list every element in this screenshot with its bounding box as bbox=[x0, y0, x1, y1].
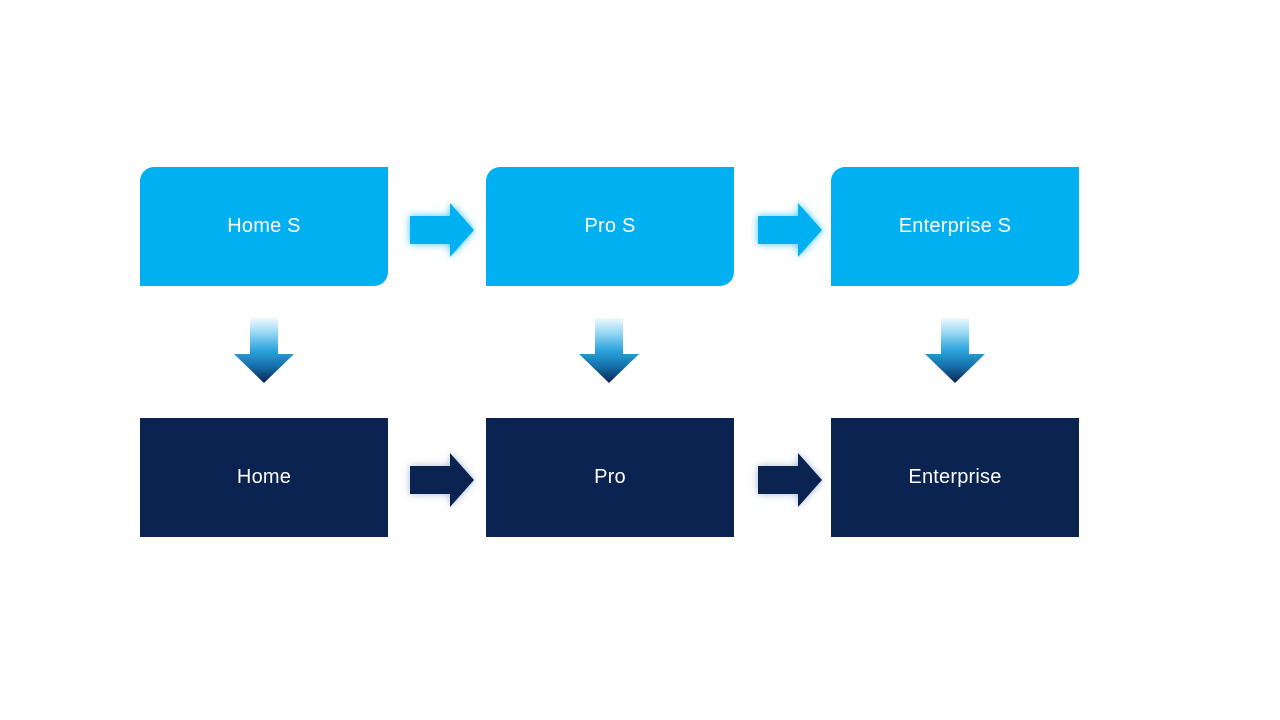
node-pro-s: Pro S bbox=[486, 167, 734, 286]
node-home: Home bbox=[140, 418, 388, 537]
down-arrow-icon bbox=[925, 318, 985, 383]
right-arrow-icon bbox=[410, 452, 475, 508]
right-arrow-icon bbox=[410, 202, 475, 258]
node-enterprise-s: Enterprise S bbox=[831, 167, 1079, 286]
node-label: Pro S bbox=[584, 215, 636, 237]
node-home-s: Home S bbox=[140, 167, 388, 286]
node-pro: Pro bbox=[486, 418, 734, 537]
node-enterprise: Enterprise bbox=[831, 418, 1079, 537]
down-arrow-icon bbox=[234, 318, 294, 383]
node-label: Home bbox=[236, 466, 292, 488]
node-label: Enterprise bbox=[908, 466, 1002, 488]
right-arrow-icon bbox=[758, 452, 823, 508]
down-arrow-icon bbox=[579, 318, 639, 383]
node-label: Home S bbox=[227, 215, 301, 237]
node-label: Enterprise S bbox=[898, 215, 1012, 237]
node-label: Pro bbox=[594, 466, 626, 488]
right-arrow-icon bbox=[758, 202, 823, 258]
